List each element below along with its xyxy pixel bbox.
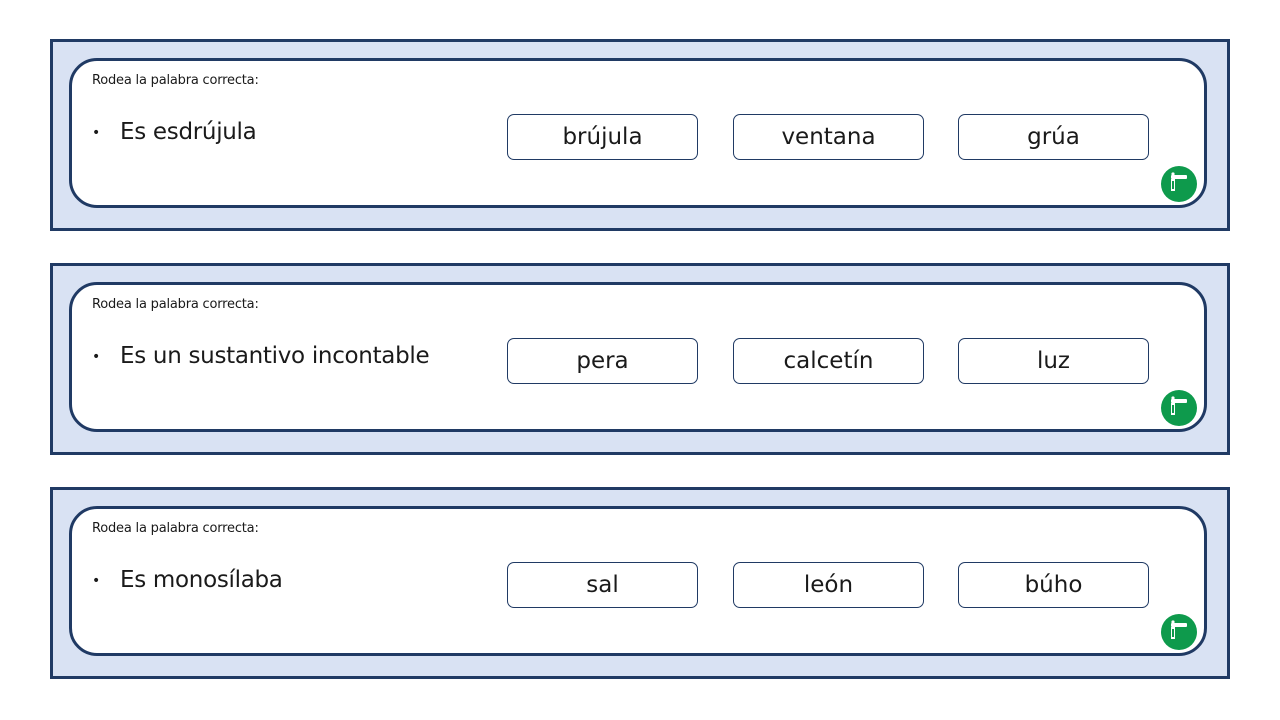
instruction-text: Rodea la palabra correcta: bbox=[92, 521, 259, 536]
exercise-card-2: Rodea la palabra correcta: • Es un susta… bbox=[50, 263, 1230, 455]
exercise-panel: Rodea la palabra correcta: • Es un susta… bbox=[69, 282, 1207, 432]
question-statement: Es esdrújula bbox=[120, 119, 257, 145]
exercise-card-3: Rodea la palabra correcta: • Es monosíla… bbox=[50, 487, 1230, 679]
bullet-point: • bbox=[92, 573, 101, 589]
answer-option-2[interactable]: león bbox=[733, 562, 924, 608]
answer-option-3[interactable]: luz bbox=[958, 338, 1149, 384]
pencil-logo-icon bbox=[1161, 166, 1197, 202]
answer-option-1[interactable]: sal bbox=[507, 562, 698, 608]
answer-option-3[interactable]: búho bbox=[958, 562, 1149, 608]
pencil-logo-icon bbox=[1161, 390, 1197, 426]
pencil-logo-icon bbox=[1161, 614, 1197, 650]
instruction-text: Rodea la palabra correcta: bbox=[92, 297, 259, 312]
exercise-panel: Rodea la palabra correcta: • Es monosíla… bbox=[69, 506, 1207, 656]
answer-option-1[interactable]: pera bbox=[507, 338, 698, 384]
answer-option-2[interactable]: ventana bbox=[733, 114, 924, 160]
exercise-card-1: Rodea la palabra correcta: • Es esdrújul… bbox=[50, 39, 1230, 231]
bullet-point: • bbox=[92, 125, 101, 141]
answer-option-3[interactable]: grúa bbox=[958, 114, 1149, 160]
question-statement: Es monosílaba bbox=[120, 567, 283, 593]
answer-option-1[interactable]: brújula bbox=[507, 114, 698, 160]
exercise-panel: Rodea la palabra correcta: • Es esdrújul… bbox=[69, 58, 1207, 208]
question-statement: Es un sustantivo incontable bbox=[120, 343, 430, 369]
bullet-point: • bbox=[92, 349, 101, 365]
answer-option-2[interactable]: calcetín bbox=[733, 338, 924, 384]
instruction-text: Rodea la palabra correcta: bbox=[92, 73, 259, 88]
